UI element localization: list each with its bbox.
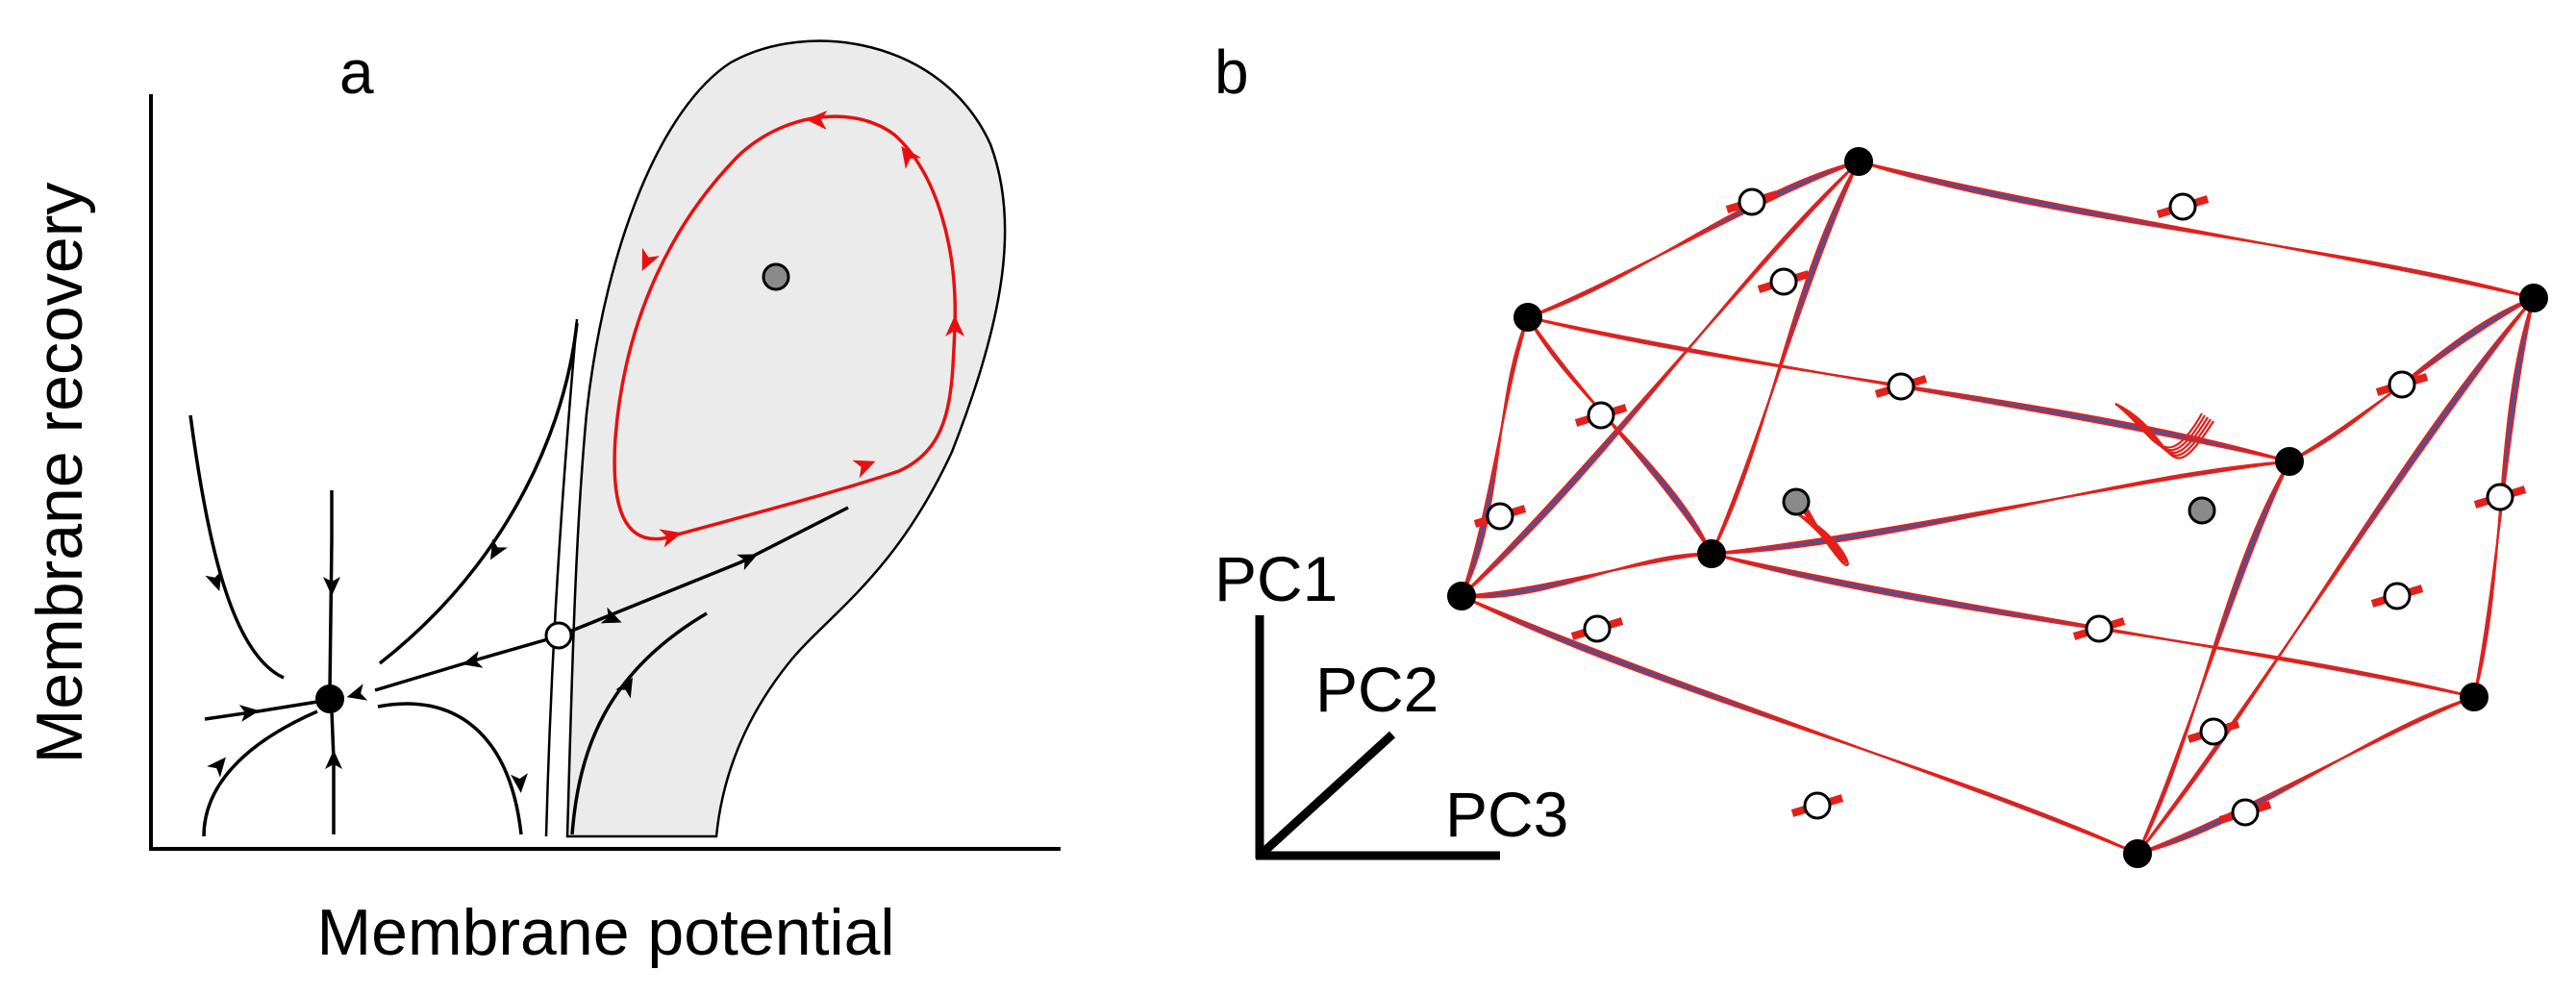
trajectory-line bbox=[1461, 595, 2138, 855]
trajectory-line bbox=[2137, 297, 2535, 855]
saddle-point bbox=[1738, 187, 1766, 216]
spiral-trajectories bbox=[1795, 403, 2214, 566]
trajectory-line bbox=[1527, 316, 1713, 555]
trajectory-line bbox=[1527, 160, 1860, 319]
trajectory-left-upper bbox=[188, 414, 285, 680]
trajectory-edges bbox=[1460, 160, 2536, 856]
trajectory-line bbox=[1461, 161, 1860, 597]
unstable-point bbox=[762, 262, 790, 291]
trajectory-line bbox=[1460, 316, 1530, 597]
trajectory-line bbox=[2137, 297, 2535, 855]
saddle-point bbox=[2486, 483, 2514, 511]
trajectory-line bbox=[1711, 161, 1860, 555]
panel-b: b PC1 PC2 PC3 bbox=[1214, 37, 2548, 868]
saddle-point bbox=[2168, 192, 2197, 221]
basin-region bbox=[565, 39, 1007, 838]
trajectory-line bbox=[1461, 552, 1713, 599]
stable-point bbox=[2123, 839, 2152, 868]
panel-b-label: b bbox=[1214, 37, 1249, 107]
limit-cycle bbox=[613, 114, 958, 541]
trajectory-line bbox=[1710, 161, 1861, 555]
saddle-point bbox=[2388, 370, 2416, 399]
trajectory-line bbox=[2136, 460, 2290, 855]
trajectory-line bbox=[1461, 161, 1860, 597]
pc2-label: PC2 bbox=[1315, 654, 1438, 725]
stable-point bbox=[2460, 683, 2488, 711]
trajectory-line bbox=[2137, 460, 2290, 855]
saddle-point bbox=[2383, 582, 2412, 610]
trajectory-line bbox=[1461, 594, 2138, 856]
trajectory-line bbox=[1858, 160, 2535, 300]
stable-point bbox=[1447, 582, 1476, 610]
trajectory-line bbox=[1711, 460, 2290, 556]
saddle-point bbox=[2231, 798, 2260, 827]
unstable-point bbox=[2188, 496, 2216, 525]
x-axis-label: Membrane potential bbox=[316, 896, 894, 969]
stable-point bbox=[315, 684, 344, 713]
stable-point bbox=[2275, 447, 2304, 476]
trajectory-upper-curve bbox=[378, 322, 579, 665]
trajectory-lower-left bbox=[202, 709, 318, 837]
saddle-point bbox=[1769, 267, 1798, 296]
stable-point bbox=[1697, 539, 1726, 568]
y-axis-label: Membrane recovery bbox=[23, 183, 96, 764]
saddle-point bbox=[1803, 791, 1832, 820]
spiral-line bbox=[2114, 403, 2214, 460]
manifold-unstable bbox=[557, 506, 849, 638]
cycle-arrowheads bbox=[641, 111, 964, 548]
trajectory-line bbox=[1858, 160, 2535, 300]
trajectory-line bbox=[2137, 695, 2475, 856]
stable-point bbox=[1844, 147, 1873, 176]
trajectory-into-basin bbox=[570, 611, 708, 835]
unstable-point bbox=[1782, 487, 1811, 516]
saddle-point bbox=[544, 621, 573, 650]
stable-point bbox=[1513, 303, 1542, 332]
saddle-point bbox=[1887, 372, 1915, 401]
trajectory-line bbox=[1461, 552, 1713, 598]
trajectory-line bbox=[1527, 316, 1713, 555]
saddle-manifold-segments bbox=[1473, 190, 2527, 824]
pc3-label: PC3 bbox=[1445, 779, 1568, 850]
trajectory-left-in bbox=[204, 700, 318, 721]
trajectory-line bbox=[1527, 160, 1860, 319]
pc1-label: PC1 bbox=[1214, 543, 1338, 614]
saddle-point bbox=[2085, 614, 2113, 643]
panel-a-label: a bbox=[339, 37, 374, 107]
spiral-line bbox=[1797, 509, 1849, 566]
saddle-point bbox=[1587, 401, 1615, 430]
pc2-axis bbox=[1256, 731, 1396, 859]
manifold-to-stable bbox=[374, 634, 559, 692]
separatrix bbox=[544, 318, 579, 837]
panel-a: a Membrane potential Membrane recovery bbox=[23, 37, 1061, 969]
trajectory-vertical-down bbox=[328, 490, 334, 691]
stable-point bbox=[2519, 284, 2548, 312]
saddle-point bbox=[2199, 717, 2228, 746]
arrowheads-a bbox=[205, 538, 759, 793]
saddle-point bbox=[1486, 502, 1514, 531]
trajectory-vertical-up bbox=[330, 710, 336, 834]
saddle-point bbox=[1583, 614, 1612, 643]
trajectory-line bbox=[1461, 316, 1530, 597]
fixed-points-b bbox=[1447, 147, 2548, 868]
trajectory-right-hook bbox=[377, 702, 523, 835]
trajectory-line bbox=[1711, 460, 2290, 556]
trajectory-line bbox=[2137, 695, 2475, 856]
